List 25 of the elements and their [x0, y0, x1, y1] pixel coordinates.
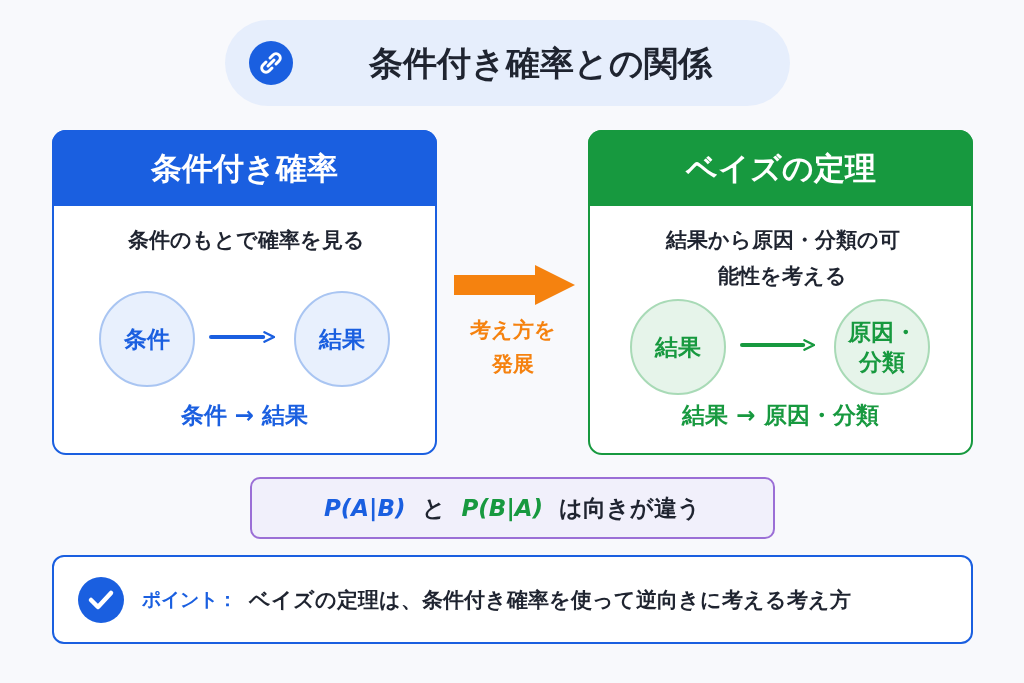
note-text: と — [421, 493, 446, 523]
note-text: は向きが違う — [559, 493, 702, 523]
panel-text: 条件のもとで確率を見る — [127, 227, 366, 254]
arrow — [740, 339, 816, 351]
title-text: 条件付き確率との関係 — [367, 42, 714, 85]
edge-label: 考え方を発展 — [468, 317, 557, 378]
point-label: ポイント： — [142, 586, 237, 612]
circle-node: 原因・分類 — [834, 299, 930, 395]
panel-header: ベイズの定理 — [588, 130, 973, 206]
panel — [52, 130, 437, 455]
circle-node: 結果 — [630, 299, 726, 395]
circle-node: 結果 — [294, 291, 390, 387]
panel-text: 結果から原因・分類の可能性を考える — [664, 227, 901, 290]
arrow — [209, 331, 276, 343]
arrow — [454, 265, 575, 305]
flow-caption: 結果 → 原因・分類 — [680, 401, 880, 430]
note-box — [250, 477, 775, 539]
panel-header: 条件付き確率 — [52, 130, 437, 206]
point-text: ベイズの定理は、条件付き確率を使って逆向きに考える考え方 — [249, 586, 851, 614]
point-box — [52, 555, 973, 644]
flow-caption: 条件 → 結果 — [179, 401, 310, 430]
formula: P(B|A) — [461, 495, 544, 521]
formula: P(A|B) — [323, 495, 406, 521]
circle-node: 条件 — [99, 291, 195, 387]
panel — [588, 130, 973, 455]
